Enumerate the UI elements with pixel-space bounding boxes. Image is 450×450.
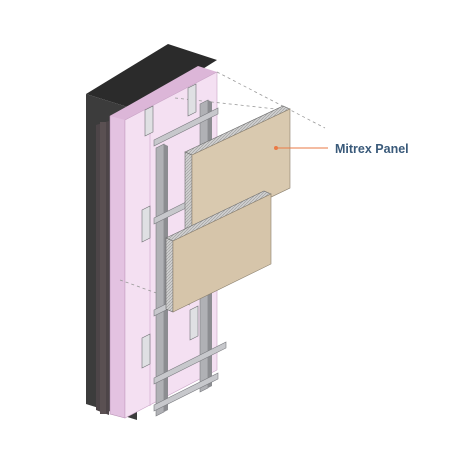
bracket-1 xyxy=(144,105,154,137)
lower-mitrex-panel xyxy=(165,190,272,313)
bracket-4 xyxy=(141,333,151,369)
girt-4 xyxy=(153,341,227,385)
wall-top xyxy=(86,44,217,110)
lower-panel-side-edge xyxy=(165,237,174,313)
wall-edge-strip xyxy=(100,122,106,414)
bracket-5 xyxy=(189,305,199,341)
insulation-side xyxy=(109,107,126,419)
wall-brackets xyxy=(141,83,199,369)
upper-panel-face xyxy=(191,108,291,236)
upper-panel-side-edge xyxy=(184,151,193,236)
bracket-3 xyxy=(141,205,151,243)
upper-mitrex-panel xyxy=(184,105,291,236)
lower-panel-face xyxy=(172,193,272,313)
callout-leader xyxy=(274,146,328,150)
girt-5 xyxy=(153,372,219,412)
insulation-top xyxy=(110,66,217,120)
callout-dot xyxy=(274,146,278,150)
bracket-2 xyxy=(187,83,197,117)
girt-1 xyxy=(153,107,219,147)
callout-label: Mitrex Panel xyxy=(335,142,409,156)
